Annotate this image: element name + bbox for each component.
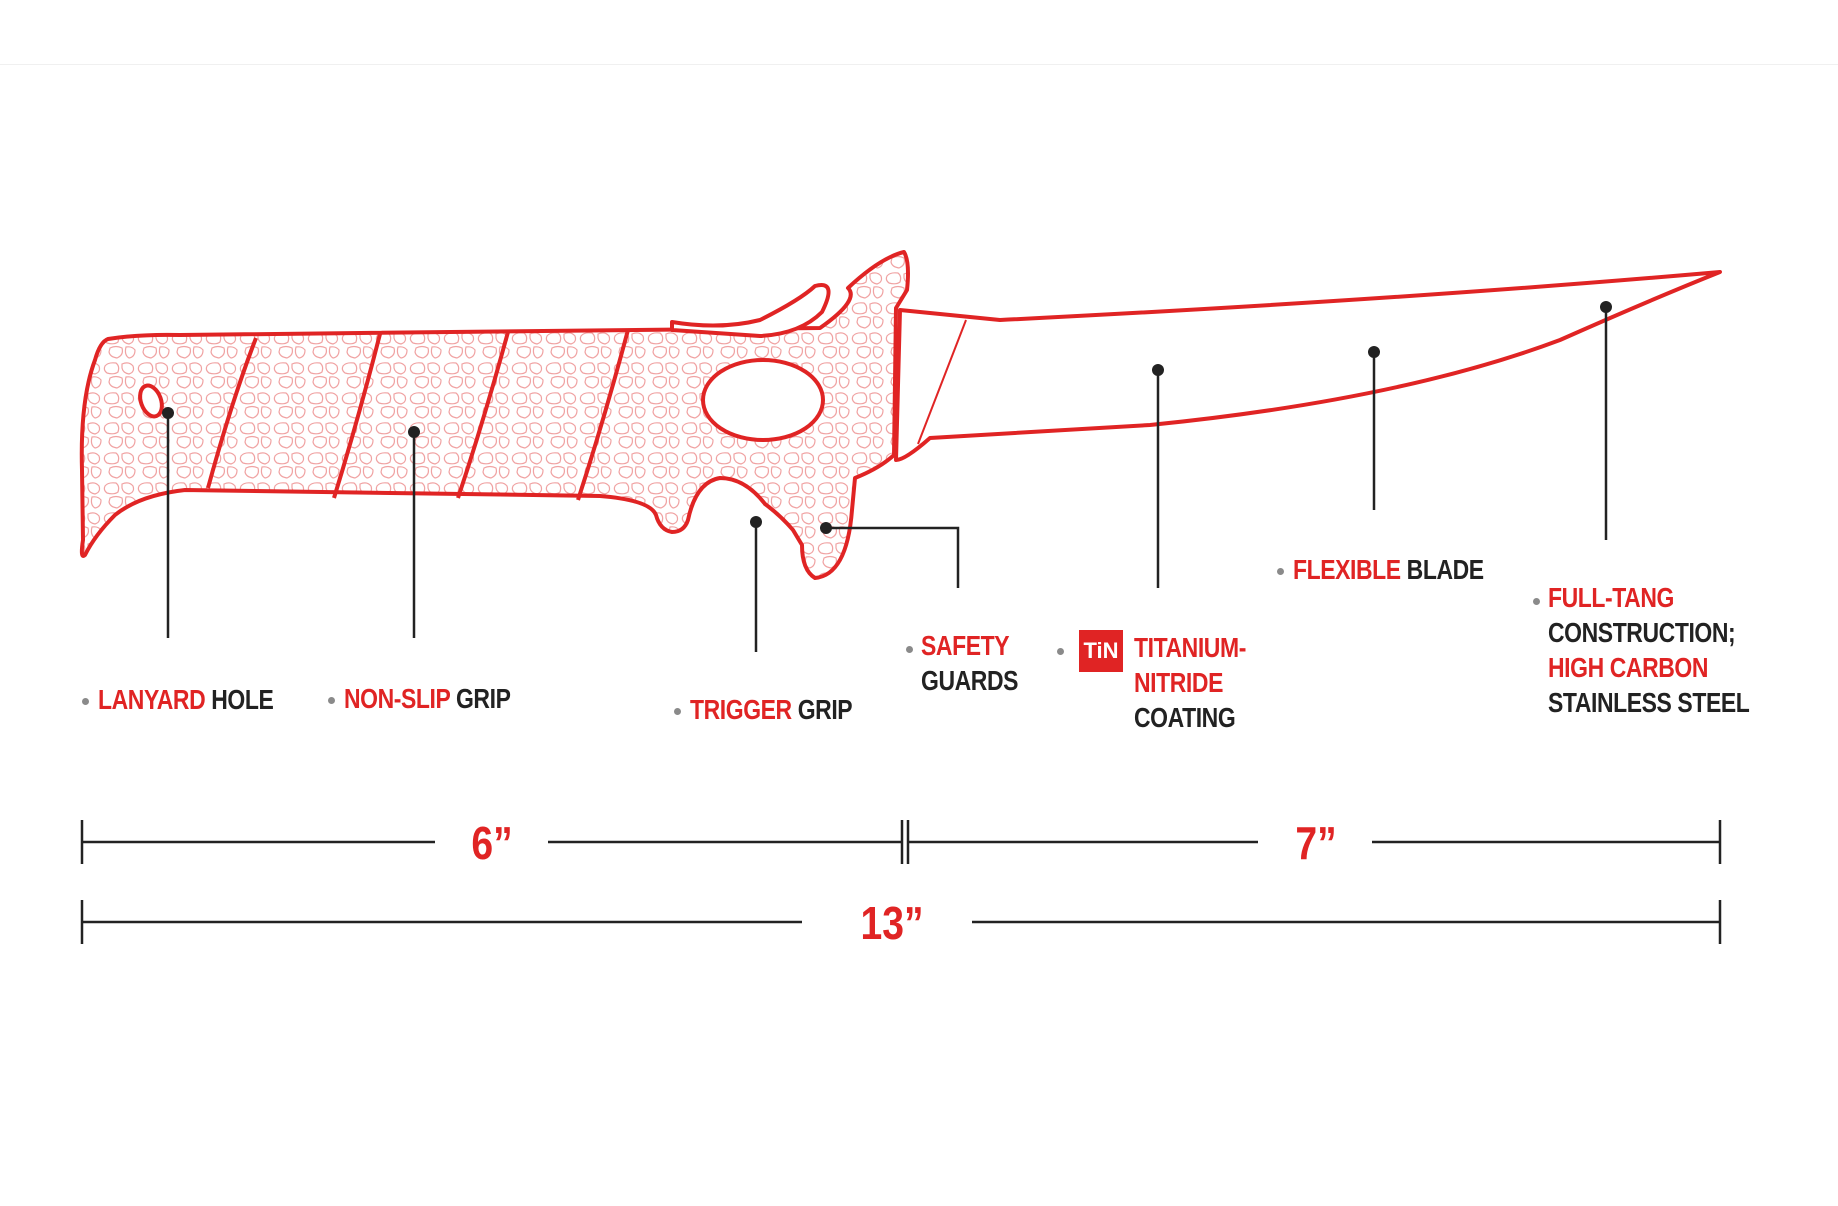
- bullet-trigger: [674, 708, 681, 715]
- bullet-safety: [906, 646, 913, 653]
- label-titanium-black: COATING: [1134, 702, 1236, 733]
- oval-window: [701, 358, 825, 442]
- pin-flexible: [1368, 346, 1380, 358]
- bullet-lanyard: [82, 698, 89, 705]
- grip-ring-2: [332, 333, 382, 499]
- dimension-handle-length: 6”: [471, 817, 513, 869]
- label-fulltang-black1: CONSTRUCTION;: [1548, 617, 1736, 648]
- label-non-slip-grip: NON-SLIP GRIP: [344, 681, 511, 716]
- label-trigger-red: TRIGGER: [690, 694, 792, 725]
- pin-titanium: [1152, 364, 1164, 376]
- label-lanyard-black: HOLE: [211, 684, 274, 715]
- guard-fin: [670, 283, 831, 338]
- dimension-blade-length: 7”: [1295, 817, 1337, 869]
- label-fulltang-red1: FULL-TANG: [1548, 582, 1674, 613]
- label-titanium-red1: TITANIUM-: [1134, 632, 1246, 663]
- blade-outline: [894, 270, 1722, 462]
- bullet-nonslip: [328, 697, 335, 704]
- lanyard-hole-shape: [138, 383, 164, 419]
- pin-fulltang: [1600, 301, 1612, 313]
- grip-ring-1: [206, 337, 258, 489]
- label-titanium-red2: NITRIDE: [1134, 667, 1223, 698]
- label-flexible-black: BLADE: [1406, 554, 1484, 585]
- leader-safety: [826, 526, 960, 588]
- label-safety-black: GUARDS: [921, 665, 1019, 696]
- tin-badge-icon: TiN: [1079, 630, 1123, 672]
- label-fulltang-red2: HIGH CARBON: [1548, 652, 1709, 683]
- bullet-fulltang: [1533, 598, 1540, 605]
- label-trigger-grip: TRIGGER GRIP: [690, 692, 853, 727]
- pin-nonslip: [408, 426, 420, 438]
- label-lanyard-red: LANYARD: [98, 684, 206, 715]
- label-safety-red: SAFETY: [921, 630, 1010, 661]
- label-fulltang-black2: STAINLESS STEEL: [1548, 687, 1750, 718]
- label-full-tang: FULL-TANG CONSTRUCTION; HIGH CARBON STAI…: [1548, 580, 1750, 720]
- label-titanium-nitride: TITANIUM- NITRIDE COATING: [1134, 630, 1246, 735]
- label-lanyard-hole: LANYARD HOLE: [98, 682, 274, 717]
- pin-safety: [820, 522, 832, 534]
- bullet-flexible: [1277, 568, 1284, 575]
- pin-trigger: [750, 516, 762, 528]
- label-nonslip-black: GRIP: [455, 683, 511, 714]
- pin-lanyard: [162, 407, 174, 419]
- dimension-overall-length: 13”: [860, 897, 924, 949]
- bullet-titanium: [1057, 648, 1064, 655]
- top-divider: [0, 64, 1838, 65]
- label-nonslip-red: NON-SLIP: [344, 683, 451, 714]
- label-flexible-red: FLEXIBLE: [1293, 554, 1401, 585]
- label-trigger-black: GRIP: [797, 694, 853, 725]
- grip-ring-3: [456, 331, 510, 499]
- label-flexible-blade: FLEXIBLE BLADE: [1293, 552, 1484, 587]
- blade-bevel: [917, 319, 967, 445]
- label-safety-guards: SAFETY GUARDS: [921, 628, 1018, 698]
- grip-ring-4: [576, 329, 630, 501]
